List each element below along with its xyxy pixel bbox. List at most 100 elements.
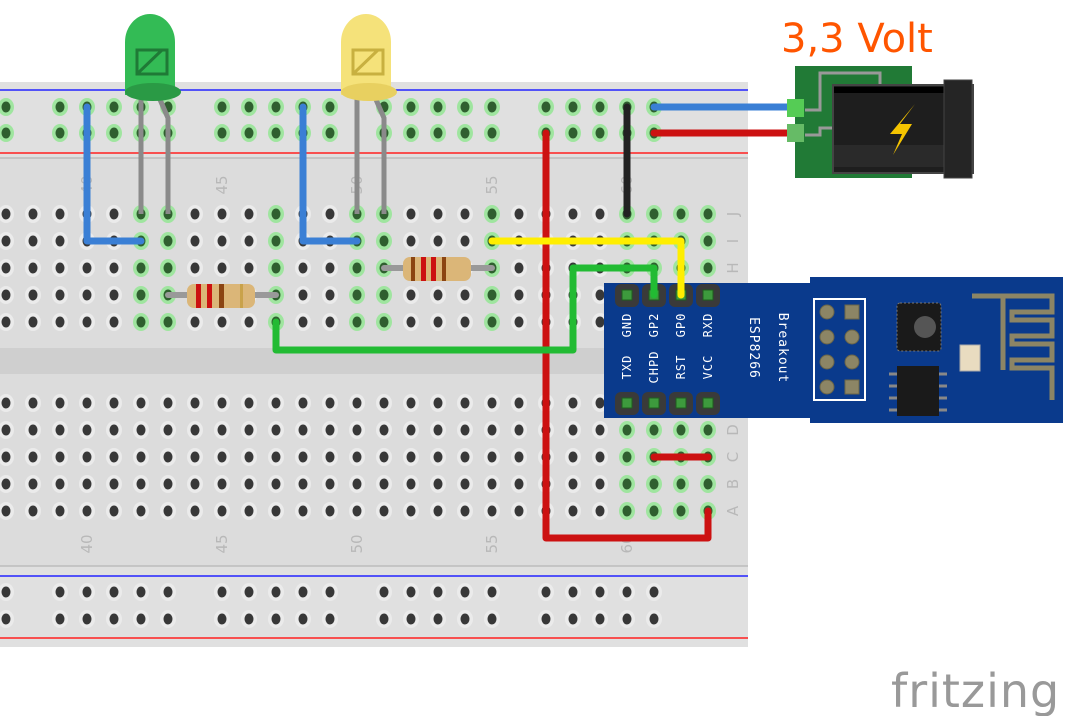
breadboard-hole[interactable]	[244, 505, 254, 517]
breadboard-hole[interactable]	[55, 424, 65, 436]
breadboard-hole[interactable]	[163, 316, 173, 328]
breadboard-hole[interactable]	[406, 397, 416, 409]
breadboard-hole[interactable]	[109, 316, 119, 328]
breadboard-hole[interactable]	[1, 586, 11, 598]
breadboard-hole[interactable]	[298, 262, 308, 274]
breadboard-hole[interactable]	[298, 397, 308, 409]
breadboard-hole[interactable]	[595, 208, 605, 220]
breadboard-hole[interactable]	[136, 586, 146, 598]
breadboard-hole[interactable]	[217, 586, 227, 598]
breadboard-hole[interactable]	[325, 289, 335, 301]
breadboard-hole[interactable]	[109, 478, 119, 490]
breadboard-hole[interactable]	[136, 505, 146, 517]
breadboard-hole[interactable]	[406, 451, 416, 463]
breadboard-hole[interactable]	[460, 505, 470, 517]
breadboard-hole[interactable]	[406, 613, 416, 625]
breadboard-hole[interactable]	[298, 451, 308, 463]
breadboard-hole[interactable]	[541, 101, 551, 113]
breadboard-hole[interactable]	[595, 289, 605, 301]
breadboard-hole[interactable]	[217, 505, 227, 517]
breadboard-hole[interactable]	[487, 451, 497, 463]
breadboard-hole[interactable]	[82, 424, 92, 436]
breadboard-hole[interactable]	[1, 613, 11, 625]
breadboard-hole[interactable]	[595, 316, 605, 328]
breadboard-hole[interactable]	[28, 505, 38, 517]
breadboard-hole[interactable]	[298, 613, 308, 625]
breadboard-hole[interactable]	[649, 424, 659, 436]
breadboard-hole[interactable]	[325, 424, 335, 436]
breadboard-hole[interactable]	[433, 478, 443, 490]
breadboard-hole[interactable]	[460, 586, 470, 598]
breadboard-hole[interactable]	[676, 478, 686, 490]
breadboard-hole[interactable]	[595, 397, 605, 409]
breadboard-hole[interactable]	[379, 505, 389, 517]
breadboard-hole[interactable]	[622, 424, 632, 436]
breadboard-hole[interactable]	[379, 235, 389, 247]
wire-red-vcc[interactable]	[542, 129, 712, 542]
breadboard-hole[interactable]	[379, 451, 389, 463]
breadboard-hole[interactable]	[190, 451, 200, 463]
breadboard-hole[interactable]	[595, 505, 605, 517]
breadboard-hole[interactable]	[379, 424, 389, 436]
breadboard-hole[interactable]	[325, 397, 335, 409]
breadboard-hole[interactable]	[352, 451, 362, 463]
breadboard-hole[interactable]	[271, 235, 281, 247]
breadboard-hole[interactable]	[28, 289, 38, 301]
breadboard-hole[interactable]	[82, 397, 92, 409]
breadboard-hole[interactable]	[109, 208, 119, 220]
breadboard-hole[interactable]	[217, 127, 227, 139]
breadboard-hole[interactable]	[1, 289, 11, 301]
breadboard-hole[interactable]	[460, 397, 470, 409]
breadboard-hole[interactable]	[568, 424, 578, 436]
breadboard-hole[interactable]	[163, 235, 173, 247]
breadboard-hole[interactable]	[487, 505, 497, 517]
breadboard-hole[interactable]	[217, 101, 227, 113]
wire-yellow-gp0[interactable]	[488, 237, 685, 299]
breadboard-hole[interactable]	[406, 208, 416, 220]
breadboard-hole[interactable]	[217, 424, 227, 436]
breadboard-hole[interactable]	[109, 424, 119, 436]
breadboard-hole[interactable]	[82, 451, 92, 463]
breadboard-hole[interactable]	[595, 101, 605, 113]
breadboard-hole[interactable]	[568, 397, 578, 409]
breadboard-hole[interactable]	[244, 613, 254, 625]
breadboard-hole[interactable]	[514, 316, 524, 328]
breadboard-hole[interactable]	[163, 262, 173, 274]
breadboard-hole[interactable]	[487, 316, 497, 328]
breadboard-hole[interactable]	[379, 397, 389, 409]
breadboard-hole[interactable]	[703, 424, 713, 436]
breadboard-hole[interactable]	[406, 478, 416, 490]
breadboard-hole[interactable]	[55, 208, 65, 220]
breadboard-hole[interactable]	[568, 208, 578, 220]
breadboard-hole[interactable]	[433, 451, 443, 463]
breadboard-hole[interactable]	[163, 397, 173, 409]
breadboard-hole[interactable]	[244, 451, 254, 463]
breadboard-hole[interactable]	[28, 424, 38, 436]
breadboard-hole[interactable]	[244, 397, 254, 409]
breadboard-hole[interactable]	[190, 262, 200, 274]
breadboard-hole[interactable]	[82, 316, 92, 328]
breadboard-hole[interactable]	[55, 451, 65, 463]
breadboard-hole[interactable]	[217, 397, 227, 409]
breadboard-hole[interactable]	[649, 208, 659, 220]
breadboard-hole[interactable]	[244, 478, 254, 490]
breadboard-hole[interactable]	[28, 262, 38, 274]
breadboard-hole[interactable]	[325, 101, 335, 113]
breadboard-hole[interactable]	[55, 505, 65, 517]
breadboard-hole[interactable]	[568, 505, 578, 517]
breadboard-hole[interactable]	[28, 451, 38, 463]
breadboard-hole[interactable]	[379, 586, 389, 598]
breadboard-hole[interactable]	[28, 208, 38, 220]
breadboard-hole[interactable]	[352, 424, 362, 436]
breadboard-hole[interactable]	[514, 262, 524, 274]
breadboard-hole[interactable]	[109, 613, 119, 625]
breadboard-hole[interactable]	[55, 262, 65, 274]
breadboard-hole[interactable]	[163, 613, 173, 625]
breadboard-hole[interactable]	[271, 613, 281, 625]
breadboard-hole[interactable]	[568, 101, 578, 113]
breadboard-hole[interactable]	[298, 586, 308, 598]
breadboard-hole[interactable]	[487, 127, 497, 139]
breadboard-hole[interactable]	[190, 397, 200, 409]
breadboard-hole[interactable]	[595, 424, 605, 436]
breadboard-hole[interactable]	[136, 451, 146, 463]
